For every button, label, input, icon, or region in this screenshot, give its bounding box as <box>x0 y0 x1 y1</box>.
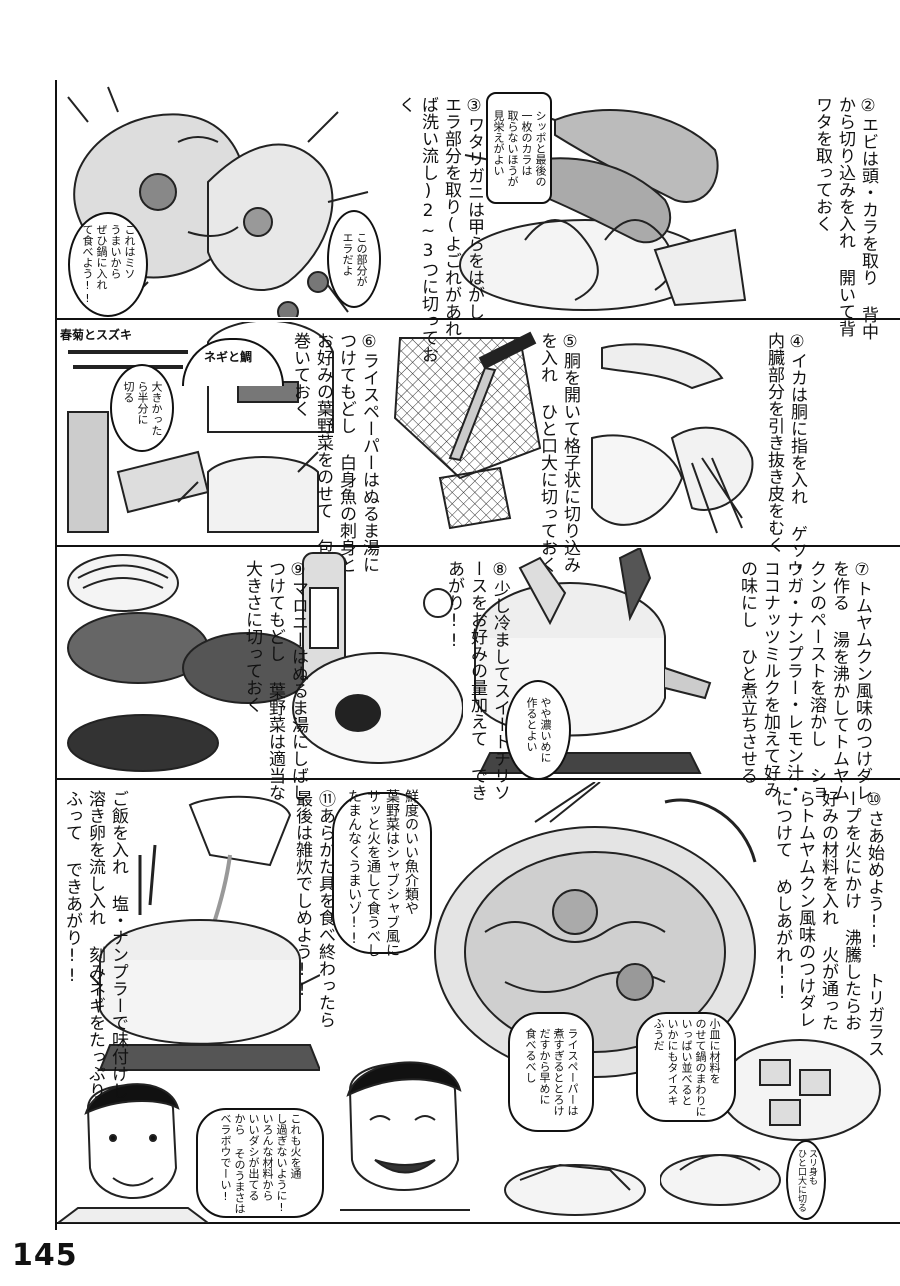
note-rice-paper-bubble: ライスペーパーは 煮すぎるととろけ だすから早めに 食べるべし <box>508 1012 594 1132</box>
step-3-text: ③ワタリガニは甲らをはがし エラ部分を取り(よごれがあれ ば洗い流し)2~3つに… <box>395 96 484 363</box>
note-half-cut: 大きかった ら半分に 切る <box>122 380 163 436</box>
note-fresh-bubble: 鮮度のいい魚介類や 葉野菜はシャブシャブ風に サッと火を通して食うべし たまんな… <box>332 789 432 957</box>
note-fish-cut-bubble: スリ身も ひと口大に切る <box>786 1140 826 1220</box>
step-2-text: ②エビは頭・カラを取り 背中 から切り込みを入れ 開いて背 ワタを取っておく <box>812 96 878 340</box>
note-crab-gill: この部分が エラだよ <box>341 231 368 287</box>
chef-right-illustration <box>340 1061 470 1211</box>
step-12-text: ご飯を入れ 塩・ナンプラーで味付けし 溶き卵を流し入れ 刻みネギをたっぷり ふっ… <box>62 790 128 1099</box>
rice-paper-plate-illustration <box>504 1163 646 1216</box>
step-10-text: ⑩さあ始めよう!! トリガラス ープを火にかけ 沸騰したらお 好みの材料を入れ … <box>772 790 884 1057</box>
note-plate-bubble: 小皿に材料を のせて鍋のまわりに いっぱい並べると いかにもタイスキ ふうだ <box>636 1012 736 1122</box>
frame-left <box>55 80 57 1230</box>
small-plates-illustration <box>660 1039 881 1206</box>
divider-row2 <box>55 545 900 547</box>
marony-bowl-illustration <box>67 552 463 772</box>
step-11-text: ⑪あらかた具を食べ終わったら 最後は雑炊でしめよう!! <box>292 790 335 1028</box>
step-7-text: ⑦トムヤムクン風味のつけダレ を作る 湯を沸かしてトムヤム クンのペーストを溶か… <box>737 560 872 801</box>
squid-hands-illustration <box>591 343 754 534</box>
divider-row1 <box>55 318 900 320</box>
note-fish-cut: スリ身も ひと口大に切る <box>796 1148 817 1212</box>
label-shungiku-bubble: 春菊とスズキ <box>58 323 168 347</box>
note-rice-paper: ライスペーパーは 煮すぎるととろけ だすから早めに 食べるべし <box>524 1028 579 1116</box>
label-shungiku: 春菊とスズキ <box>60 328 133 342</box>
note-crab-miso: これはミソ うまいから ぜひ鍋に入れ て食べよう!! <box>81 224 136 305</box>
step-5-text: ⑤胴を開いて格子状に切り込み を入れ ひと口大に切っておく <box>537 332 580 573</box>
zosui-pot-illustration <box>90 795 320 1071</box>
note-crab-miso-bubble: これはミソ うまいから ぜひ鍋に入れ て食べよう!! <box>68 212 148 317</box>
note-final: これも火を通 し過ぎないように! いろんな材料から いいダシが出てる から その… <box>219 1112 302 1214</box>
shrimp-illustration <box>459 99 747 311</box>
note-sauce-tip: やや濃いめに 作るとよい <box>525 697 552 763</box>
frame-bottom <box>55 1222 900 1224</box>
note-final-bubble: これも火を通 し過ぎないように! いろんな材料から いいダシが出てる から その… <box>196 1108 324 1218</box>
step-9-text: ⑨マロニーはぬるま湯にしばし つけてもどし 葉野菜は適当な 大きさに切っておく <box>242 560 308 801</box>
note-crab-gill-bubble: この部分が エラだよ <box>327 210 381 308</box>
note-shrimp-tail-bubble: シッポと最後の 一枚のカラは 取らないほうが 見栄えがよい <box>486 92 552 204</box>
note-sauce-tip-bubble: やや濃いめに 作るとよい <box>505 680 571 780</box>
step-8-text: ⑧少し冷ましてスイートチリソ ースをお好みの量加えて でき あがり!! <box>444 560 510 801</box>
chef-left-illustration <box>58 1083 210 1223</box>
page-number: 145 <box>12 1238 78 1273</box>
note-plate: 小皿に材料を のせて鍋のまわりに いっぱい並べると いかにもタイスキ ふうだ <box>652 1017 721 1117</box>
label-negi-tai: ネギと鯛 <box>204 350 253 364</box>
step-6-text: ⑥ライスペーパーはぬるま湯に つけてもどし 白身魚の刺身と お好みの葉野菜をのせ… <box>290 332 379 573</box>
note-half-cut-bubble: 大きかった ら半分に 切る <box>110 364 174 452</box>
scored-squid-illustration <box>393 331 542 530</box>
step-4-text: ④イカは胴に指を入れ ゲソ・ 内臓部分を引き抜き皮をむく <box>764 332 807 576</box>
note-fresh: 鮮度のいい魚介類や 葉野菜はシャブシャブ風に サッと火を通して食うべし たまんな… <box>346 789 419 957</box>
note-shrimp-tail: シッポと最後の 一枚のカラは 取らないほうが 見栄えがよい <box>492 109 547 187</box>
divider-row3 <box>55 778 900 780</box>
